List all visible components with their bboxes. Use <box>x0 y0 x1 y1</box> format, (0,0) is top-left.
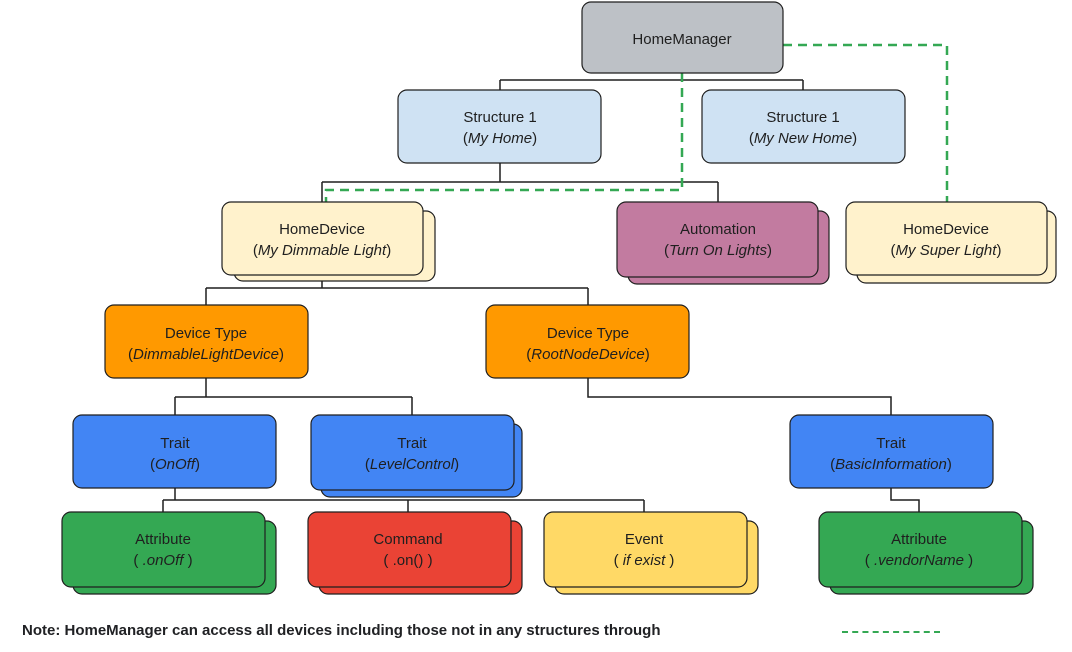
device-dimmable-subtitle-text: My Dimmable Light <box>258 242 387 259</box>
attr-vendor-title: Attribute <box>891 531 947 548</box>
structure-2-title: Structure 1 <box>766 109 839 126</box>
command-subtitle: ( .on() ) <box>383 552 432 569</box>
automation-subtitle-text: Turn On Lights <box>669 242 768 259</box>
attr-onoff-subtitle: ( .onOff ) <box>133 552 192 569</box>
structure-2-subtitle: (My New Home) <box>749 130 857 147</box>
type-root-subtitle: (RootNodeDevice) <box>526 346 649 363</box>
node-trait-basic-information: Trait (BasicInformation) <box>789 414 994 489</box>
command-subtitle-text: .on() <box>393 552 424 569</box>
attr-vendor-subtitle: ( .vendorName ) <box>865 552 973 569</box>
attr-onoff-title: Attribute <box>135 531 191 548</box>
node-device-type-root: Device Type (RootNodeDevice) <box>485 304 690 379</box>
device-dimmable-title: HomeDevice <box>279 221 365 238</box>
event-title: Event <box>625 531 664 548</box>
type-root-title: Device Type <box>547 325 629 342</box>
attr-vendor-subtitle-text: .vendorName <box>874 552 964 569</box>
connector-device-types <box>205 277 589 305</box>
type-dimmable-title: Device Type <box>165 325 247 342</box>
node-structure-my-home: Structure 1 (My Home) <box>397 89 602 164</box>
node-command-on: Command ( .on() ) <box>307 511 523 595</box>
node-trait-level-control: Trait (LevelControl) <box>310 414 523 498</box>
trait-basic-subtitle: (BasicInformation) <box>830 456 952 473</box>
trait-onoff-title: Trait <box>160 435 190 452</box>
device-super-title: HomeDevice <box>903 221 989 238</box>
trait-basic-title: Trait <box>876 435 906 452</box>
connector-basic-attribute <box>890 488 920 512</box>
attr-onoff-subtitle-text: .onOff <box>143 552 186 569</box>
home-manager-title: HomeManager <box>632 31 731 48</box>
device-dimmable-subtitle: (My Dimmable Light) <box>253 242 391 259</box>
type-root-subtitle-text: RootNodeDevice <box>531 346 644 363</box>
automation-title: Automation <box>680 221 756 238</box>
trait-level-title: Trait <box>397 435 427 452</box>
node-attribute-onoff: Attribute ( .onOff ) <box>61 511 277 595</box>
structure-1-subtitle-text: My Home <box>468 130 532 147</box>
event-subtitle: ( if exist ) <box>614 552 675 569</box>
node-home-device-super: HomeDevice (My Super Light) <box>845 201 1057 284</box>
trait-basic-subtitle-text: BasicInformation <box>835 456 947 473</box>
node-automation: Automation (Turn On Lights) <box>616 201 830 285</box>
trait-onoff-subtitle: (OnOff) <box>150 456 200 473</box>
device-super-subtitle: (My Super Light) <box>891 242 1002 259</box>
node-event: Event ( if exist ) <box>543 511 759 595</box>
node-home-manager: HomeManager <box>581 1 784 74</box>
structure-1-subtitle: (My Home) <box>463 130 537 147</box>
type-dimmable-subtitle: (DimmableLightDevice) <box>128 346 284 363</box>
footnote: Note: HomeManager can access all devices… <box>22 622 661 639</box>
event-subtitle-text: if exist <box>623 552 666 569</box>
connector-root-trait <box>587 378 892 415</box>
structure-2-subtitle-text: My New Home <box>754 130 852 147</box>
node-attribute-vendor-name: Attribute ( .vendorName ) <box>818 511 1034 595</box>
node-device-type-dimmable: Device Type (DimmableLightDevice) <box>104 304 309 379</box>
connector-dimmable-traits <box>174 378 413 415</box>
dashed-line-legend <box>842 631 940 633</box>
node-home-device-dimmable: HomeDevice (My Dimmable Light) <box>221 201 436 282</box>
trait-onoff-subtitle-text: OnOff <box>155 456 197 473</box>
connectors <box>162 73 920 512</box>
type-dimmable-subtitle-text: DimmableLightDevice <box>133 346 279 363</box>
trait-level-subtitle-text: LevelControl <box>370 456 455 473</box>
node-trait-onoff: Trait (OnOff) <box>72 414 277 489</box>
automation-subtitle: (Turn On Lights) <box>664 242 772 259</box>
device-super-subtitle-text: My Super Light <box>896 242 998 259</box>
trait-level-subtitle: (LevelControl) <box>365 456 459 473</box>
connector-trait-members <box>162 488 645 512</box>
structure-1-title: Structure 1 <box>463 109 536 126</box>
connector-structure-children <box>321 163 719 202</box>
command-title: Command <box>373 531 442 548</box>
node-structure-my-new-home: Structure 1 (My New Home) <box>701 89 906 164</box>
connector-homemanager-structures <box>499 73 804 90</box>
